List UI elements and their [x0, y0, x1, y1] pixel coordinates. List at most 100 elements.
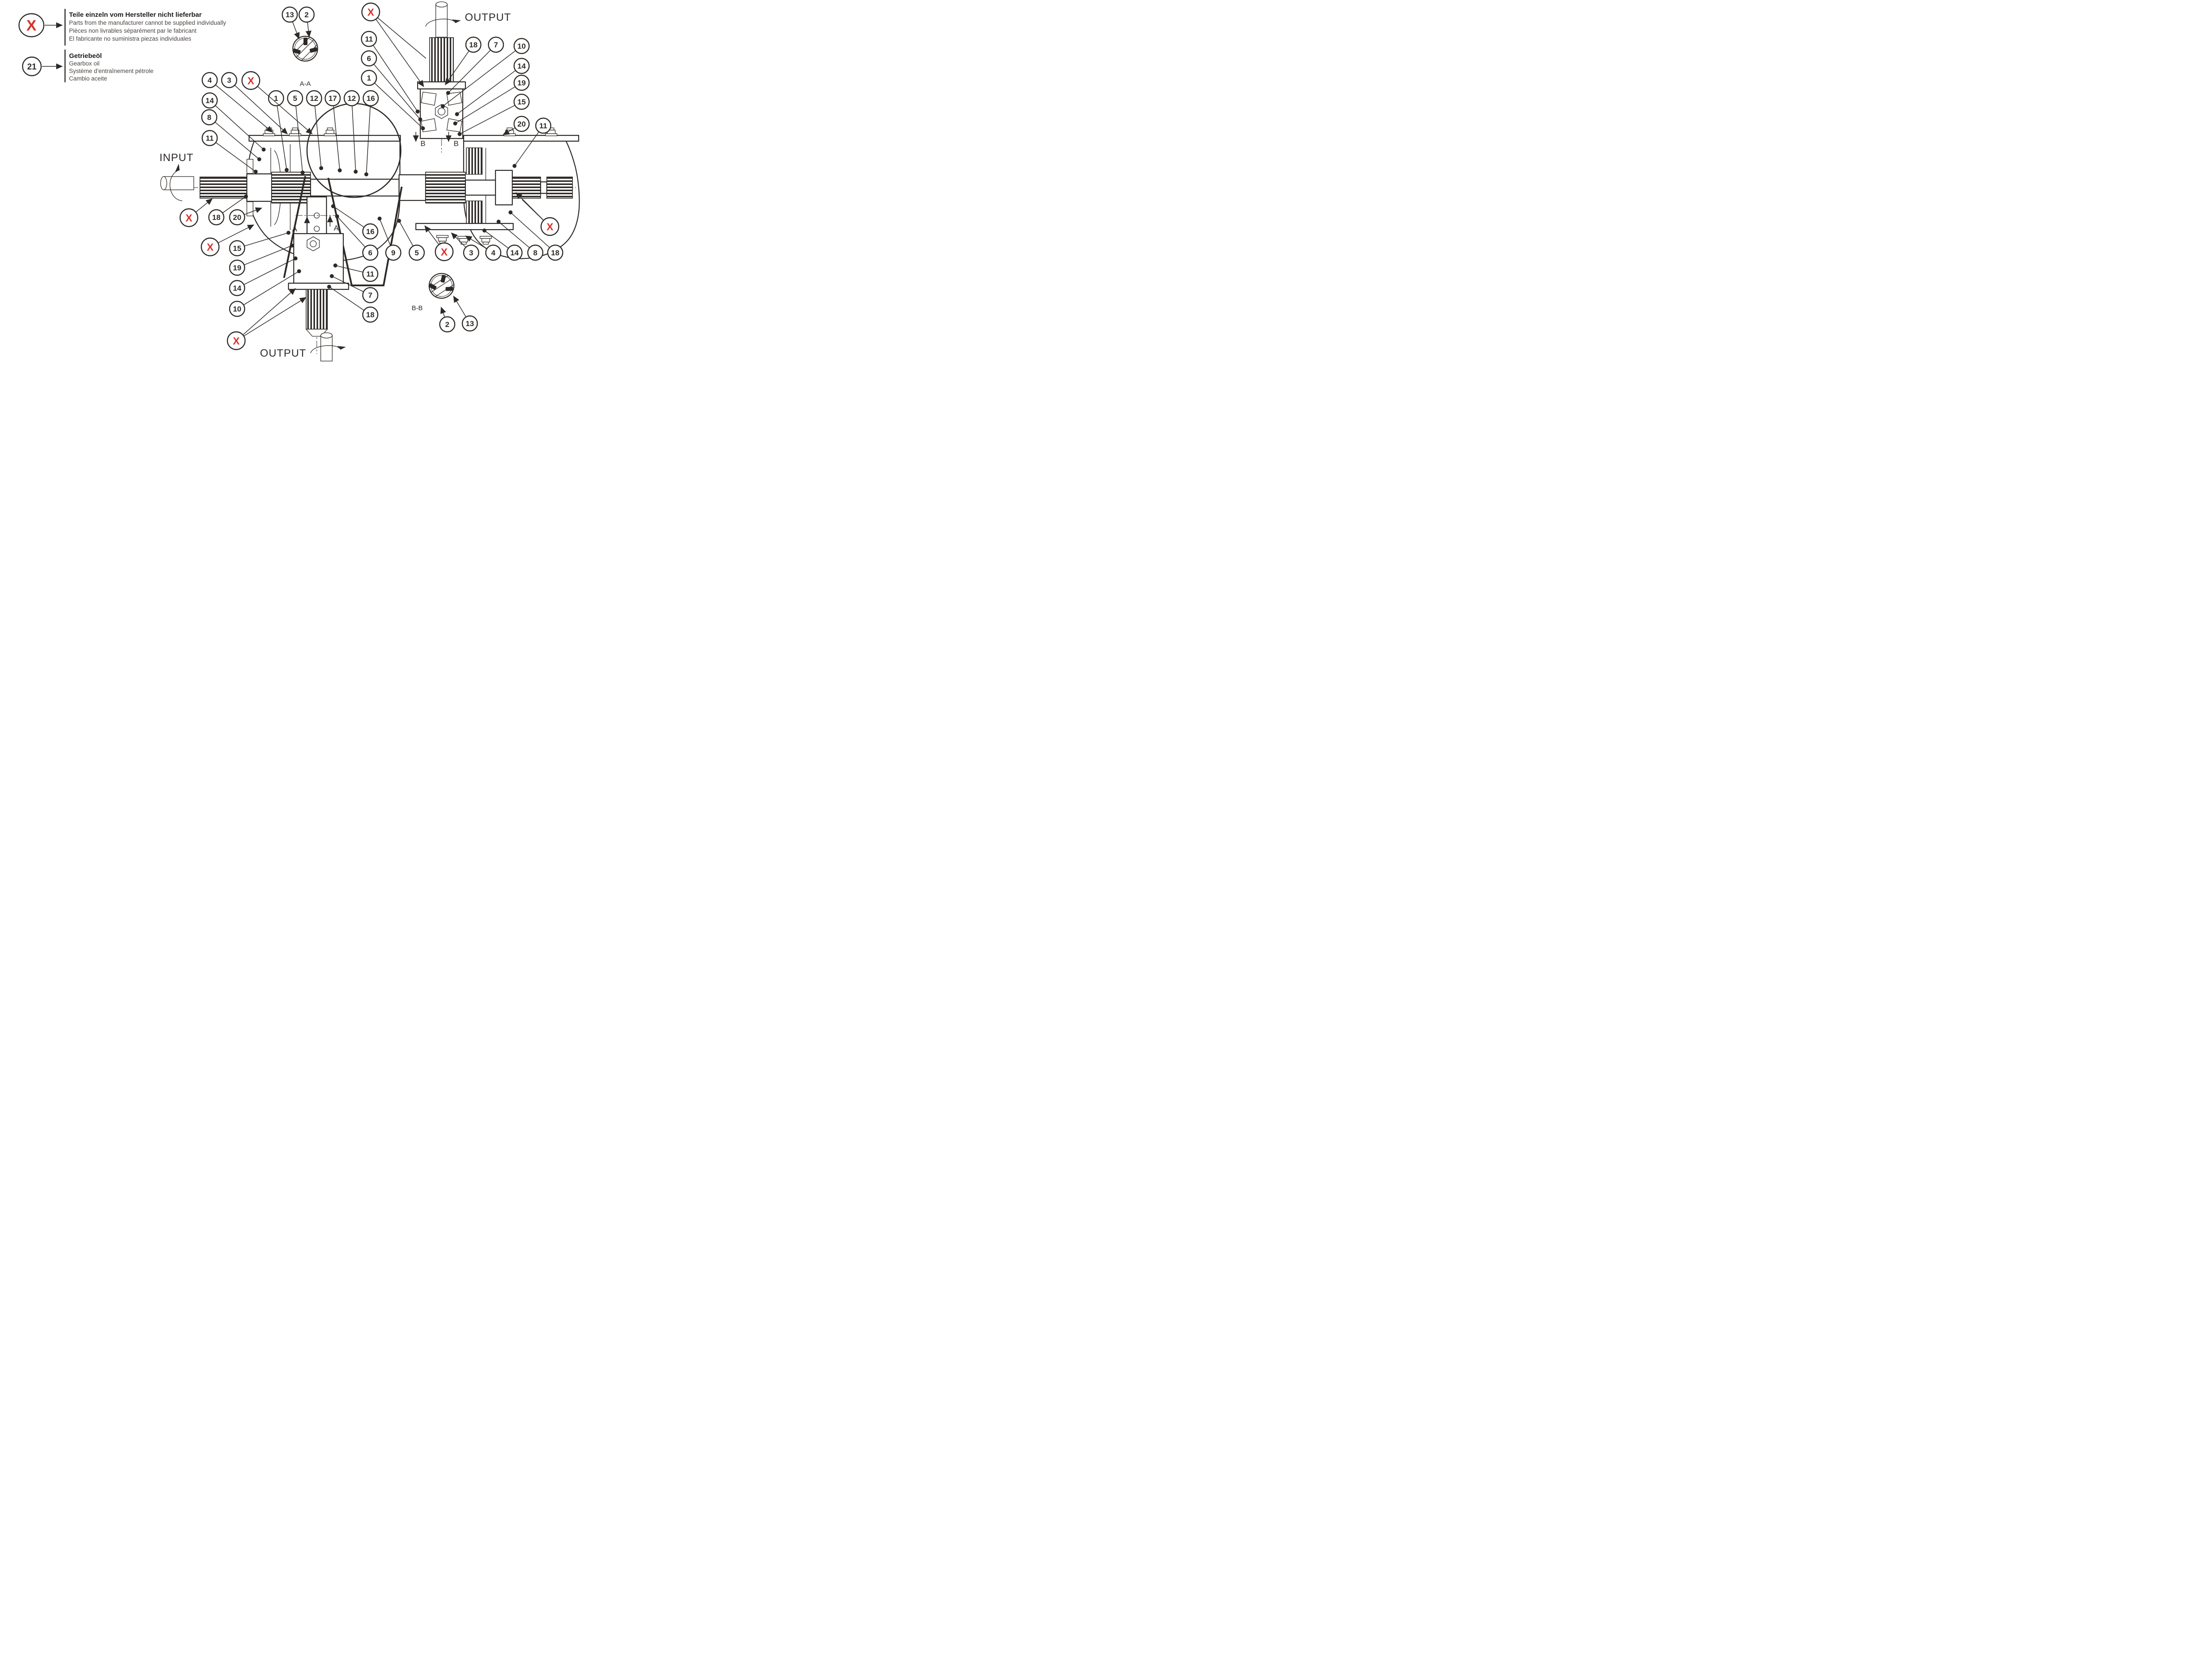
balloon-label: 18 [551, 249, 560, 257]
leader-line [276, 105, 289, 172]
leader-line [377, 216, 391, 246]
balloon-21-label: 21 [27, 62, 37, 72]
balloon-label: 12 [348, 94, 356, 103]
balloon-16: 16 [362, 90, 379, 177]
output-spline-2 [546, 177, 573, 199]
top-spline [429, 37, 454, 82]
leader-line [215, 122, 261, 162]
leader-line [242, 288, 296, 335]
balloon-circle [179, 208, 199, 227]
section-letter: A [292, 225, 297, 233]
balloon-2: 2 [298, 6, 315, 38]
balloon-circle [362, 265, 379, 282]
balloon-4: 4 [465, 235, 502, 261]
bearing-lower-left [421, 118, 437, 132]
leader-line [215, 85, 273, 133]
legend-line-es: El fabricante no suministra piezas indiv… [69, 35, 191, 42]
leader-line [243, 256, 298, 285]
balloon-label: 14 [233, 284, 242, 292]
balloon-18: 18 [208, 194, 248, 226]
section-cut-lines [283, 176, 403, 286]
section-mark-b: B [445, 132, 459, 148]
rotation-arrow-output-top [425, 1, 461, 38]
balloon-label: 18 [366, 311, 375, 319]
balloon-circle [535, 117, 552, 134]
balloon-label: 1 [274, 94, 278, 103]
balloon-18: 18 [327, 285, 379, 323]
balloon-label: 4 [207, 76, 212, 85]
balloon-label: 11 [366, 270, 374, 278]
output-bottom-label: OUTPUT [260, 347, 307, 359]
balloon-circle [229, 209, 246, 226]
leader-line [522, 199, 544, 221]
oil-line-fr: Système d'entraînement pétrole [69, 68, 154, 74]
balloon-label: 5 [293, 94, 297, 103]
coupling-spline [271, 172, 311, 204]
balloon-label: 1 [367, 74, 371, 82]
balloon-19: 19 [453, 74, 530, 126]
leader-line [446, 50, 491, 95]
balloon-label: 7 [368, 291, 372, 300]
balloon-label: 11 [206, 134, 214, 142]
balloon-label: 19 [518, 79, 526, 87]
leader-line [314, 105, 323, 170]
balloon-circle [221, 72, 238, 88]
leader-line [335, 214, 366, 247]
input-spline [200, 177, 247, 199]
leader-line [424, 225, 439, 245]
balloon-circle [513, 58, 530, 74]
leader-line [441, 50, 516, 108]
balloon-circle [324, 90, 341, 107]
balloon-label: 8 [207, 113, 211, 122]
balloon-label: 14 [206, 96, 214, 105]
balloon-circle [362, 90, 379, 107]
balloon-circle [362, 244, 379, 261]
balloon-6: 6 [335, 214, 379, 261]
balloon-6: 6 [361, 50, 422, 122]
balloon-11: 11 [512, 117, 552, 168]
main-shaft [191, 169, 576, 206]
balloon-circle [361, 69, 377, 86]
leader-line [377, 17, 426, 59]
balloon-circle [343, 90, 360, 107]
input-label: INPUT [160, 152, 194, 164]
legend-not-supplied: X Teile einzeln vom Hersteller nicht lie… [18, 9, 226, 46]
balloon-circle [201, 130, 218, 146]
leader-line [374, 83, 425, 131]
leader-line [440, 307, 446, 318]
x-balloon: X [424, 225, 454, 262]
balloon-label: 3 [469, 249, 473, 257]
balloon-12: 12 [306, 90, 323, 170]
leader-line [453, 86, 515, 126]
bolt-icon [289, 127, 301, 136]
balloon-circle [547, 244, 564, 261]
balloon-circle [465, 36, 482, 53]
balloon-circle [485, 244, 502, 261]
leader-line [331, 204, 365, 228]
balloon-11: 11 [201, 130, 258, 174]
bearing-upper-left [421, 92, 437, 106]
x-symbol: X [27, 17, 37, 34]
balloon-18: 18 [445, 36, 482, 85]
balloon-11: 11 [333, 263, 379, 282]
balloon-circle [362, 287, 379, 304]
balloon-5: 5 [397, 219, 425, 261]
balloon-label: 6 [367, 54, 371, 63]
leader-line [243, 269, 301, 305]
center-shaft [310, 178, 400, 197]
gearbox-diagram-svg: X Teile einzeln vom Hersteller nicht lie… [18, 1, 580, 362]
leader-line [218, 224, 254, 243]
balloon-circle [201, 72, 218, 88]
balloon-circle [362, 306, 379, 323]
balloon-label: 20 [518, 120, 526, 128]
balloon-7: 7 [330, 274, 379, 304]
balloon-label: 19 [233, 264, 242, 272]
balloon-circle [513, 38, 530, 54]
balloon-circle [362, 223, 379, 240]
leader-line [453, 296, 466, 317]
output-bearing-block [495, 169, 513, 206]
balloon-label: 16 [366, 227, 375, 236]
balloon-label: 3 [227, 76, 231, 85]
oil-line-es: Cambio aceite [69, 75, 107, 82]
